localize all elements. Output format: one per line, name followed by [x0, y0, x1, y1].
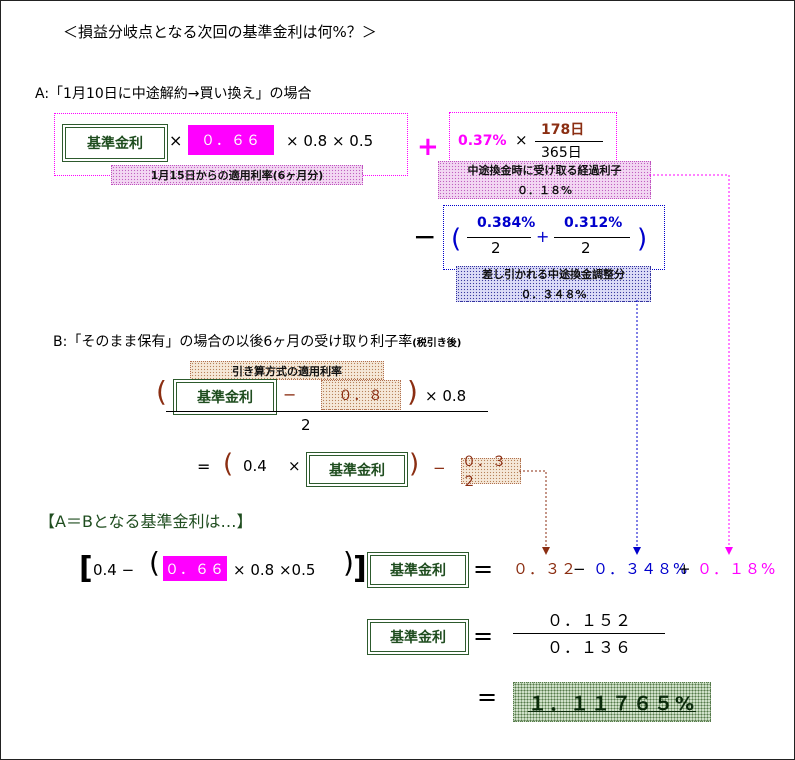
section-b-heading: B:「そのまま保有」の場合の以後6ヶ月の受け取り利子率(税引き後)	[53, 335, 461, 349]
times-a: ×	[169, 131, 183, 150]
section-b-heading-text: B:「そのまま保有」の場合の以後6ヶ月の受け取り利子率	[53, 334, 413, 350]
v04: 0.4	[243, 457, 267, 475]
multiplier-a: × 0.8 × 0.5	[286, 132, 374, 150]
days-denominator: 365日	[541, 145, 582, 161]
accrued-label-line2: ０．１８%	[516, 184, 573, 197]
v032-box: ０．３２	[461, 454, 521, 490]
arrow-032	[519, 470, 547, 549]
c-equals3: =	[477, 683, 498, 711]
minus-sign-a: −	[413, 220, 437, 253]
plus-sign-a: +	[417, 132, 439, 162]
denominator-2: 2	[301, 416, 311, 434]
b-times: ×	[288, 457, 301, 475]
page-title: ＜損益分岐点となる次回の基準金利は何%？＞	[63, 23, 377, 41]
kijun-box-c: 基準金利	[367, 552, 469, 588]
fraction-line-0384	[467, 237, 531, 238]
c-bracket-close: ]	[353, 551, 367, 586]
pct-037: 0.37%	[458, 133, 507, 149]
plus-small: +	[536, 227, 550, 246]
b-paren-close2: )	[409, 449, 420, 479]
result-018: ０．１８%	[697, 560, 777, 578]
b-minus: −	[283, 385, 297, 404]
c-equals2: =	[473, 622, 494, 650]
section-c-heading: 【A＝Bとなる基準金利は…】	[39, 512, 253, 531]
fraction-line-b	[166, 411, 488, 412]
kijun-label-c2: 基準金利	[370, 622, 466, 652]
v0384: 0.384%	[477, 215, 536, 231]
adjustment-label-line1: 差し引かれる中途換金調整分	[482, 268, 625, 281]
days-numerator: 178日	[541, 122, 585, 138]
b-paren-close: )	[407, 375, 418, 408]
adj-paren-close: )	[637, 224, 648, 254]
arrow-accrued	[649, 174, 730, 549]
fraction-denominator: ０．１３６	[547, 638, 633, 657]
final-result: １．１１７６５%	[513, 682, 711, 722]
c-minus: −	[573, 560, 586, 578]
adj-paren-open: (	[451, 224, 462, 254]
arrowhead-032	[542, 547, 550, 555]
fraction-numerator: ０．１５２	[547, 611, 633, 630]
kijun-box-c2: 基準金利	[367, 619, 469, 655]
fraction-line-c	[513, 633, 665, 634]
section-a-heading: A:「1月10日に中途解約→買い換え」の場合	[35, 86, 312, 102]
accrued-label: 中途換金時に受け取る経過利子 ０．１８%	[438, 161, 651, 199]
times-a2: ×	[515, 131, 528, 149]
fraction-line-days	[535, 141, 603, 142]
b-paren-open: (	[156, 375, 167, 408]
times-08: × 0.8	[425, 387, 467, 405]
accrued-label-line1: 中途換金時に受け取る経過利子	[467, 164, 622, 177]
arrowhead-adjustment	[633, 547, 641, 555]
two-b: 2	[581, 239, 591, 257]
kijun-box-b: 基準金利	[173, 379, 277, 415]
c-paren-open: (	[149, 546, 160, 579]
adjustment-label: 差し引かれる中途換金調整分 ０．３４８%	[456, 266, 651, 302]
result-032: ０．３２	[513, 560, 578, 578]
b-equals: =	[197, 457, 211, 476]
arrowhead-accrued	[725, 547, 733, 555]
rate-box-a: ０．６６	[188, 125, 274, 155]
kijun-box-b2: 基準金利	[306, 452, 408, 487]
b-minus2: −	[433, 459, 446, 477]
c-equals: =	[473, 555, 494, 583]
fraction-line-0312	[554, 237, 630, 238]
two-a: 2	[491, 239, 501, 257]
c-04-minus: 0.4 −	[93, 561, 135, 579]
v0312: 0.312%	[564, 215, 623, 231]
rate-box-c: ０．６６	[163, 556, 227, 581]
result-0348: ０．３４８%	[593, 560, 689, 578]
subtraction-method-label: 引き算方式の適用利率	[190, 361, 384, 380]
kijun-box-a: 基準金利	[62, 124, 168, 162]
kijun-label-a: 基準金利	[65, 127, 165, 159]
kijun-label-c: 基準金利	[370, 555, 466, 585]
adjustment-label-line2: ０．３４８%	[520, 288, 587, 301]
c-paren-close: )	[343, 546, 354, 579]
c-bracket-open: [	[79, 551, 93, 586]
kijun-label-b2: 基準金利	[309, 455, 405, 484]
rate-label-a: 1月15日からの適用利率(6ヶ月分)	[111, 165, 363, 185]
c-plus: +	[678, 560, 691, 578]
v08-box: ０．８	[321, 380, 401, 410]
c-mult: × 0.8 ×0.5	[233, 561, 316, 579]
section-b-heading-note: (税引き後)	[412, 338, 462, 349]
b-paren-open2: (	[223, 449, 234, 479]
